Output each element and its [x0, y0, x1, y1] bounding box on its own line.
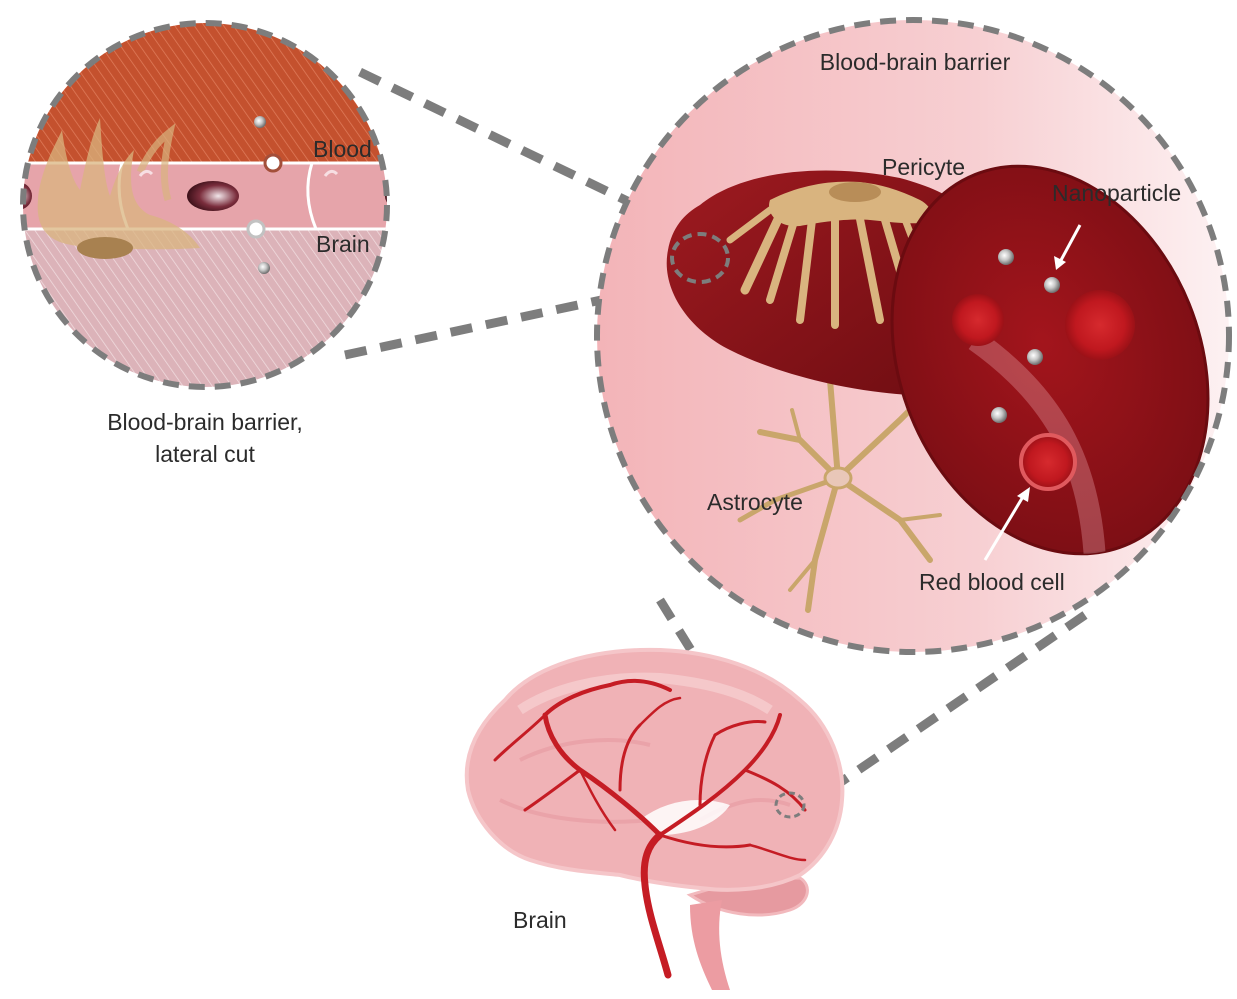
- brain-layer-label: Brain: [316, 231, 370, 257]
- brain-tissue-layer: [0, 228, 420, 428]
- brain-label: Brain: [513, 907, 567, 933]
- nanoparticle-inset: [254, 116, 266, 128]
- pericyte-nucleus-inset: [77, 237, 133, 259]
- lateral-cut-caption-line2: lateral cut: [155, 441, 255, 467]
- endothelial-nucleus: [187, 181, 239, 211]
- lateral-cut-inset: [0, 0, 425, 428]
- nanoparticle: [1044, 277, 1060, 293]
- nanoparticle-label: Nanoparticle: [1052, 180, 1181, 206]
- brainstem: [690, 900, 730, 990]
- red-blood-cell-label: Red blood cell: [919, 569, 1065, 595]
- nanoparticle: [998, 249, 1014, 265]
- nanoparticle: [1027, 349, 1043, 365]
- red-blood-cell: [1065, 290, 1135, 360]
- astrocyte-label: Astrocyte: [707, 489, 803, 515]
- nanoparticle: [991, 407, 1007, 423]
- blood-label: Blood: [313, 136, 372, 162]
- pericyte-label: Pericyte: [882, 154, 965, 180]
- bbb-magnified-view: [597, 20, 1237, 652]
- bbb-title: Blood-brain barrier: [820, 49, 1011, 75]
- lateral-cut-caption-line1: Blood-brain barrier,: [107, 409, 303, 435]
- brain-illustration: [467, 650, 843, 990]
- pericyte-nucleus: [829, 182, 881, 202]
- red-blood-cell-highlighted: [1021, 435, 1075, 489]
- red-blood-cell: [952, 294, 1004, 346]
